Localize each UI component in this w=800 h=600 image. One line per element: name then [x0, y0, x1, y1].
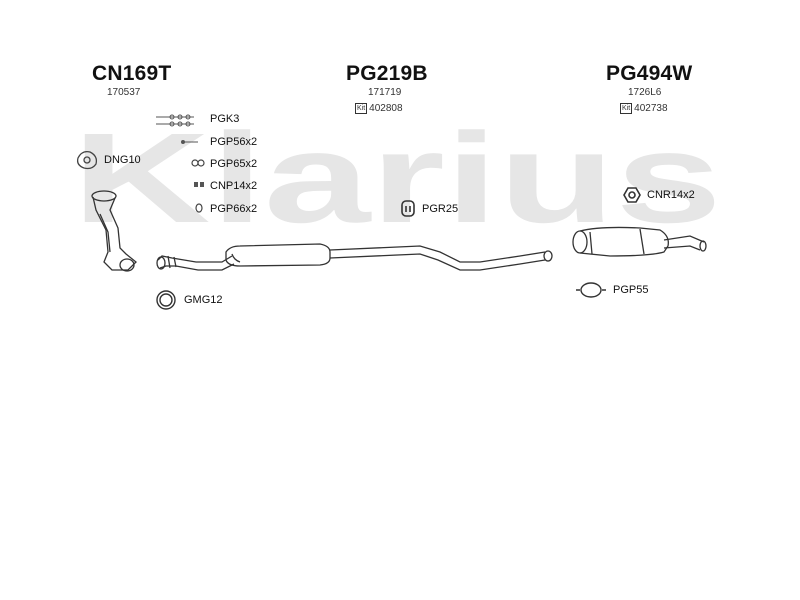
front-downpipe	[91, 190, 137, 272]
middle-silencer	[225, 243, 553, 271]
rear-silencer	[572, 226, 707, 257]
section-code-pg219b: PG219B	[346, 62, 428, 85]
nut-icon-cnr14	[623, 187, 641, 203]
clamp-icon-pgp55	[576, 282, 606, 298]
kit-number: 402808	[369, 103, 403, 114]
section-kit-402738: Kit 402738	[620, 103, 668, 114]
bolt-icon-pgk3	[156, 114, 194, 127]
label-cnp14x2: CNP14x2	[210, 180, 258, 192]
section-kit-402808: Kit 402808	[355, 103, 403, 114]
bolt-icon-pgp56	[181, 140, 198, 144]
label-pgk3: PGK3	[210, 113, 240, 125]
kit-number: 402738	[634, 103, 668, 114]
kit-badge: Kit	[620, 103, 633, 114]
section-number-1726l6: 1726L6	[628, 87, 662, 98]
label-pgp56x2: PGP56x2	[210, 136, 258, 148]
clamp-icon-pgp65	[191, 159, 205, 167]
label-dng10: DNG10	[104, 154, 141, 166]
label-pgp66x2: PGP66x2	[210, 203, 258, 215]
gasket-icon-dng10	[76, 150, 98, 170]
label-gmg12: GMG12	[184, 294, 223, 306]
clamp-icon-pgp66	[195, 203, 203, 213]
section-number-170537: 170537	[107, 87, 141, 98]
nut-icon-cnp14	[194, 182, 204, 187]
rubber-mount-icon-pgr25	[401, 200, 415, 217]
front-pipe	[156, 255, 235, 271]
section-code-cn169t: CN169T	[92, 62, 172, 85]
label-cnr14x2: CNR14x2	[647, 189, 695, 201]
gasket-icon-gmg12	[156, 290, 176, 310]
label-pgr25: PGR25	[422, 203, 459, 215]
label-pgp65x2: PGP65x2	[210, 158, 258, 170]
kit-badge: Kit	[355, 103, 368, 114]
section-code-pg494w: PG494W	[606, 62, 693, 85]
label-pgp55: PGP55	[613, 284, 649, 296]
section-number-171719: 171719	[368, 87, 402, 98]
watermark: Klarius	[72, 107, 722, 250]
